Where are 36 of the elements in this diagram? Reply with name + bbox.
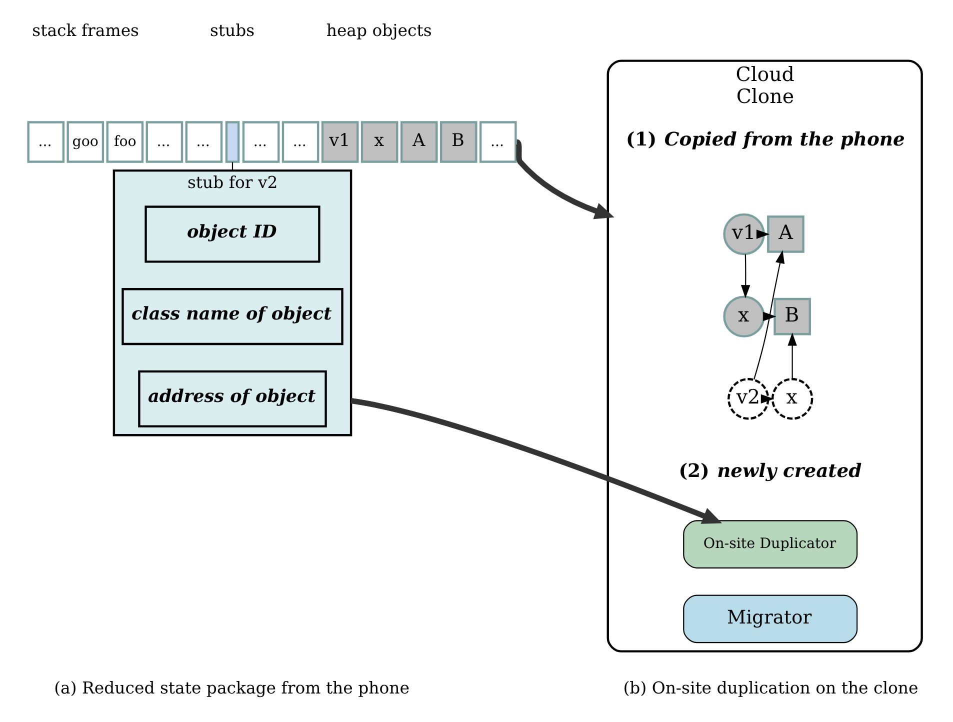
node-box: x xyxy=(360,121,398,163)
node-box: Migrator xyxy=(682,594,858,644)
node-box: B xyxy=(439,121,477,163)
arrow xyxy=(787,332,796,379)
node-box: class name of object xyxy=(121,288,343,346)
node-box: v1 xyxy=(320,121,358,163)
node-box: B xyxy=(773,298,810,336)
node-box: ... xyxy=(26,121,64,163)
arrow xyxy=(753,250,784,380)
label: (2) newly created xyxy=(678,460,862,482)
node-box: A xyxy=(400,121,438,163)
node-box: A xyxy=(766,216,804,253)
label: (b) On-site duplication on the clone xyxy=(622,678,918,698)
label: stubs xyxy=(209,21,254,40)
node-box: ... xyxy=(145,121,183,163)
arrow xyxy=(760,394,774,404)
node-box: goo xyxy=(66,121,104,163)
node-box: ... xyxy=(281,121,319,163)
arrow xyxy=(514,140,614,220)
label: (1) Copied from the phone xyxy=(626,128,904,150)
node-box: ... xyxy=(478,121,516,163)
node-box: On-site Duplicator xyxy=(682,520,858,568)
node-bar xyxy=(224,121,240,163)
node-box: ... xyxy=(184,121,222,163)
node-box: object ID xyxy=(144,206,320,263)
label: heap objects xyxy=(326,21,432,40)
node-box: address of object xyxy=(138,370,326,428)
label: (a) Reduced state package from the phone xyxy=(54,678,409,698)
node-circle: x xyxy=(770,378,813,420)
node-box: ... xyxy=(242,121,280,163)
arrow xyxy=(350,398,722,524)
connector xyxy=(231,162,233,171)
arrow xyxy=(756,230,770,239)
label: stack frames xyxy=(32,21,138,40)
node-box: foo xyxy=(106,121,144,163)
arrow xyxy=(740,254,750,298)
